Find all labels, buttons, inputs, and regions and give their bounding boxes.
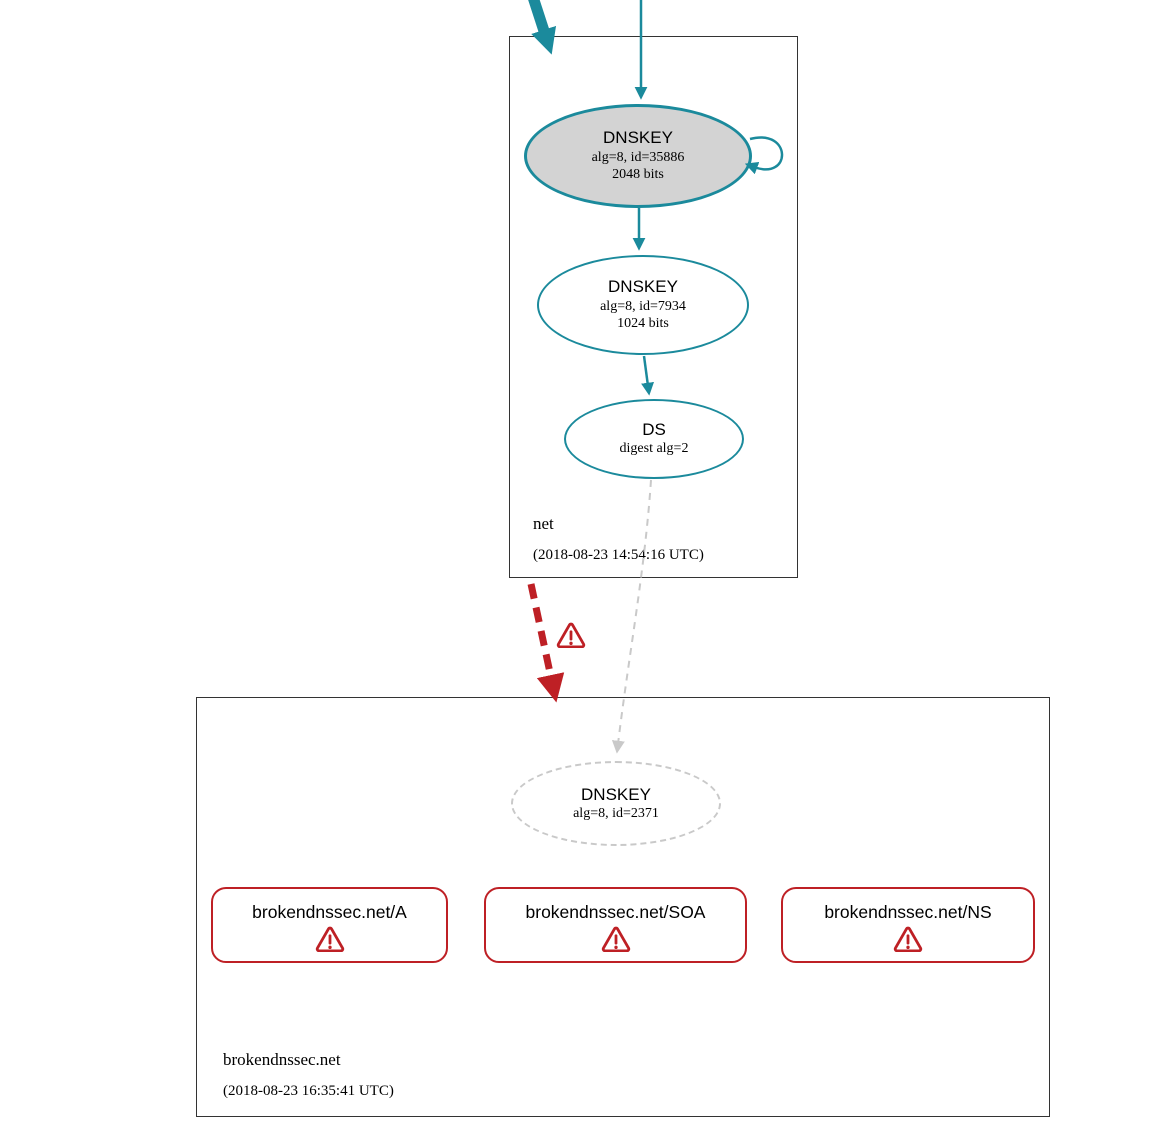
node-dnskey-ksk[interactable]: DNSKEY alg=8, id=35886 2048 bits <box>524 104 752 208</box>
node-detail: alg=8, id=7934 <box>600 298 686 314</box>
rrset-a[interactable]: brokendnssec.net/A <box>211 887 448 963</box>
node-dnskey-zsk[interactable]: DNSKEY alg=8, id=7934 1024 bits <box>537 255 749 355</box>
zone-timestamp: (2018-08-23 14:54:16 UTC) <box>533 547 704 563</box>
zone-name: net <box>533 514 554 533</box>
edge-bogus-delegation <box>527 583 565 703</box>
edge-incoming-secure-thick <box>528 0 557 55</box>
warning-icon <box>601 926 631 953</box>
node-title: DNSKEY <box>603 128 673 148</box>
node-detail: alg=8, id=2371 <box>573 805 659 821</box>
rrset-label: brokendnssec.net/A <box>252 902 407 922</box>
node-title: DNSKEY <box>581 784 651 804</box>
warning-icon <box>893 926 923 953</box>
node-detail: 2048 bits <box>612 167 664 183</box>
node-detail: digest alg=2 <box>619 441 689 457</box>
node-title: DS <box>642 420 666 440</box>
node-detail: alg=8, id=35886 <box>591 149 685 165</box>
node-dnskey-unsigned[interactable]: DNSKEY alg=8, id=2371 <box>511 761 721 846</box>
node-detail: 1024 bits <box>617 316 669 332</box>
node-ds[interactable]: DS digest alg=2 <box>564 399 744 479</box>
zone-timestamp: (2018-08-23 16:35:41 UTC) <box>223 1083 394 1099</box>
rrset-soa[interactable]: brokendnssec.net/SOA <box>484 887 747 963</box>
zone-box-net: DNSKEY alg=8, id=35886 2048 bits DNSKEY … <box>509 36 798 578</box>
node-title: DNSKEY <box>608 277 678 297</box>
rrset-label: brokendnssec.net/NS <box>824 902 992 922</box>
rrset-ns[interactable]: brokendnssec.net/NS <box>781 887 1035 963</box>
rrset-label: brokendnssec.net/SOA <box>525 902 706 922</box>
zone-name: brokendnssec.net <box>223 1050 341 1069</box>
warning-icon <box>556 622 586 649</box>
warning-icon <box>315 926 345 953</box>
zone-box-brokendnssec-net: DNSKEY alg=8, id=2371 brokendnssec.net/A… <box>196 697 1050 1117</box>
